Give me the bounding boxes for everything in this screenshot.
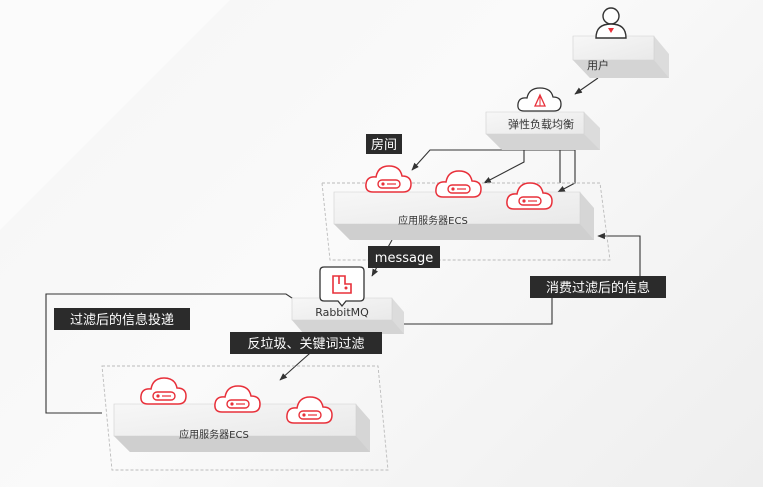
svg-text:房间: 房间 bbox=[371, 137, 397, 153]
cloud-server-icon bbox=[140, 377, 187, 405]
label-consume: 消费过滤后的信息 bbox=[530, 276, 666, 298]
user-icon bbox=[595, 7, 627, 39]
svg-text:过滤后的信息投递: 过滤后的信息投递 bbox=[70, 312, 174, 328]
cloud-server-icon bbox=[286, 396, 333, 424]
rabbitmq-node: RabbitMQ bbox=[291, 266, 404, 334]
slb-node: 弹性负载均衡 bbox=[485, 87, 600, 150]
message-queue-icon bbox=[319, 266, 365, 308]
cloud-server-icon bbox=[365, 165, 412, 193]
ecs-bottom-group: 应用服务器ECS bbox=[101, 365, 389, 471]
cloud-server-icon bbox=[214, 385, 261, 413]
ecs-bottom-label: 应用服务器ECS bbox=[179, 428, 249, 441]
cloud-server-icon bbox=[506, 182, 553, 210]
load-balancer-icon bbox=[517, 87, 562, 112]
svg-text:消费过滤后的信息: 消费过滤后的信息 bbox=[546, 280, 650, 296]
ecs-top-label: 应用服务器ECS bbox=[398, 214, 468, 227]
label-room: 房间 bbox=[366, 134, 402, 154]
svg-text:message: message bbox=[375, 251, 433, 266]
svg-text:反垃圾、关键词过滤: 反垃圾、关键词过滤 bbox=[247, 337, 364, 352]
slb-label: 弹性负载均衡 bbox=[508, 117, 574, 131]
cloud-server-icon bbox=[435, 170, 482, 198]
user-node: 用户 bbox=[572, 7, 669, 78]
label-deliver: 过滤后的信息投递 bbox=[54, 308, 190, 330]
label-message: message bbox=[368, 246, 440, 268]
user-label: 用户 bbox=[587, 58, 609, 72]
rabbitmq-label: RabbitMQ bbox=[315, 306, 369, 319]
ecs-top-group: 应用服务器ECS bbox=[321, 165, 611, 261]
label-filter: 反垃圾、关键词过滤 bbox=[230, 332, 382, 354]
